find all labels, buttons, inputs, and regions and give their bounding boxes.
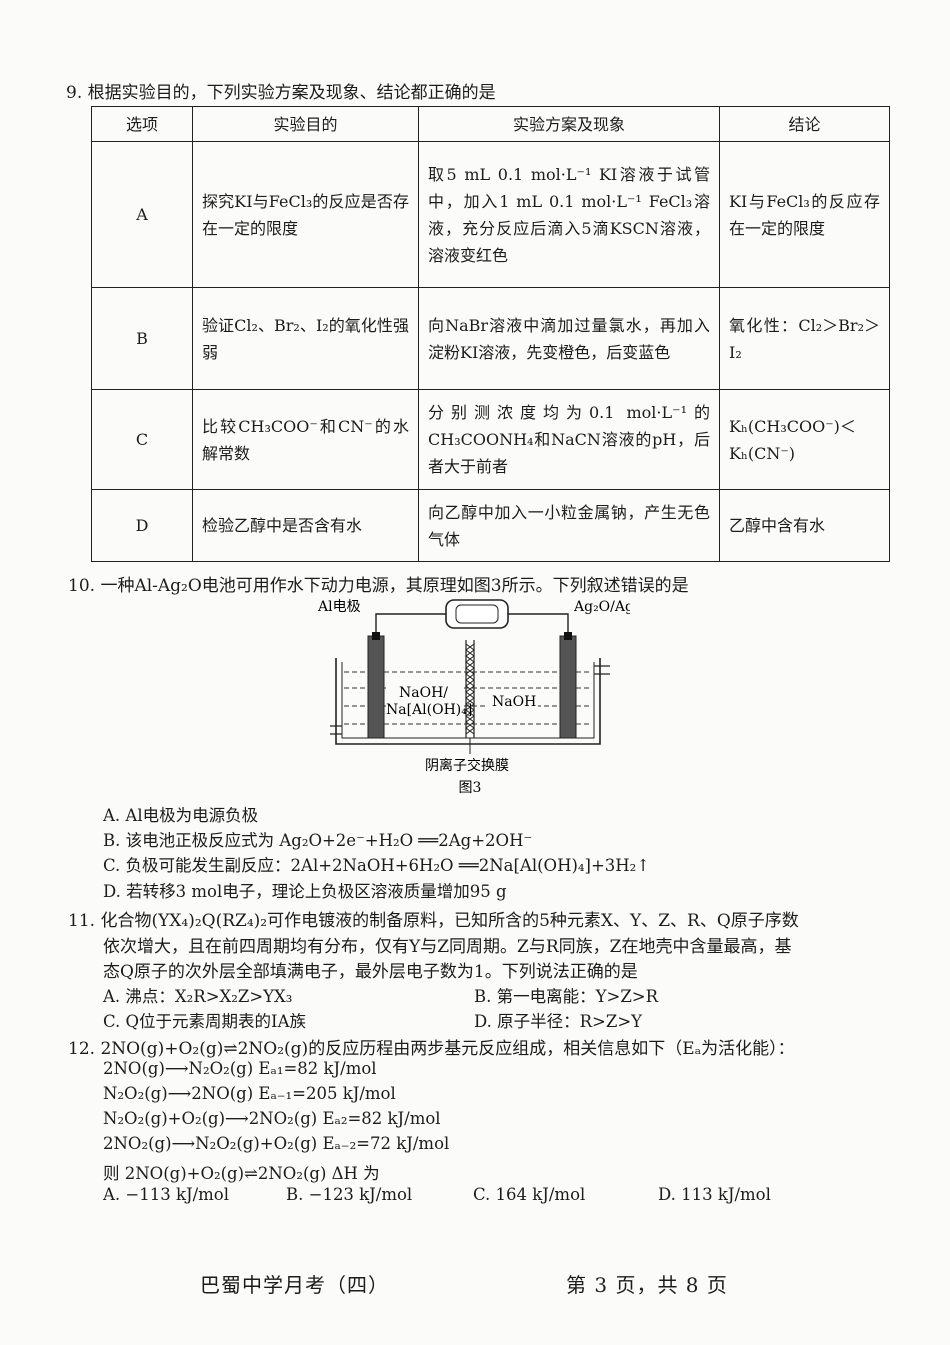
table-header-row: 选项 实验目的 实验方案及现象 结论 bbox=[91, 106, 890, 142]
row-conclusion: 乙醇中含有水 bbox=[719, 489, 890, 562]
table-row: C 比较CH₃COO⁻和CN⁻的水解常数 分别测浓度均为0.1 mol·L⁻¹的… bbox=[91, 389, 890, 490]
row-conclusion: KI与FeCl₃的反应存在一定的限度 bbox=[719, 141, 890, 288]
ag2o-electrode-label: Ag₂O/Ag电极 bbox=[573, 599, 630, 615]
q12-step-4: 2NO₂(g)⟶N₂O₂(g)+O₂(g) Eₐ₋₂=72 kJ/mol bbox=[103, 1134, 450, 1153]
row-option: B bbox=[91, 287, 193, 390]
q12-stem: 12. 2NO(g)+O₂(g)⇌2NO₂(g)的反应历程由两步基元反应组成，相… bbox=[68, 1039, 795, 1059]
q12-option-a: A. −113 kJ/mol bbox=[103, 1185, 229, 1204]
q11-option-d: D. 原子半径：R>Z>Y bbox=[474, 1012, 643, 1031]
row-purpose: 比较CH₃COO⁻和CN⁻的水解常数 bbox=[192, 389, 419, 490]
row-option: C bbox=[91, 389, 193, 490]
footer-school: 巴蜀中学月考（四） bbox=[200, 1273, 389, 1297]
q9-stem: 9. 根据实验目的，下列实验方案及现象、结论都正确的是 bbox=[66, 83, 496, 103]
load-motor-icon bbox=[445, 599, 509, 629]
row-scheme: 向乙醇中加入一小粒金属钠，产生无色气体 bbox=[418, 489, 720, 562]
q11-stem-line2: 依次增大，且在前四周期均有分布，仅有Y与Z同周期。Z与R同族，Z在地壳中含量最高… bbox=[103, 937, 792, 957]
q12-option-c: C. 164 kJ/mol bbox=[473, 1185, 586, 1204]
header-conclusion: 结论 bbox=[719, 106, 890, 142]
q10-option-d: D. 若转移3 mol电子，理论上负极区溶液质量增加95 g bbox=[103, 882, 507, 901]
figure-caption: 图3 bbox=[459, 780, 482, 796]
row-option: A bbox=[91, 141, 193, 288]
table-row: B 验证Cl₂、Br₂、I₂的氧化性强弱 向NaBr溶液中滴加过量氯水，再加入淀… bbox=[91, 287, 890, 390]
header-scheme: 实验方案及现象 bbox=[418, 106, 720, 142]
q12-step-3: N₂O₂(g)+O₂(g)⟶2NO₂(g) Eₐ₂=82 kJ/mol bbox=[103, 1109, 441, 1128]
q11-option-b: B. 第一电离能：Y>Z>R bbox=[474, 987, 659, 1006]
header-option: 选项 bbox=[91, 106, 193, 142]
row-purpose: 检验乙醇中是否含有水 bbox=[192, 489, 419, 562]
footer-page-number: 第 3 页，共 8 页 bbox=[566, 1273, 728, 1297]
row-conclusion: Kₕ(CH₃COO⁻)＜Kₕ(CN⁻) bbox=[719, 389, 890, 490]
row-scheme: 取5 mL 0.1 mol·L⁻¹ KI溶液于试管中，加入1 mL 0.1 mo… bbox=[418, 141, 720, 288]
q11-option-c: C. Q位于元素周期表的ⅠA族 bbox=[103, 1012, 306, 1031]
row-option: D bbox=[91, 489, 193, 562]
left-solution-label-2: Na[Al(OH)₄] bbox=[386, 702, 472, 718]
q10-option-a: A. Al电极为电源负极 bbox=[103, 806, 259, 825]
q10-stem: 10. 一种Al-Ag₂O电池可用作水下动力电源，其原理如图3所示。下列叙述错误… bbox=[68, 576, 689, 596]
q10-option-c: C. 负极可能发生副反应：2Al+2NaOH+6H₂O ══2Na[Al(OH)… bbox=[103, 856, 651, 875]
al-electrode-label: Al电极 bbox=[317, 599, 361, 615]
q12-option-b: B. −123 kJ/mol bbox=[286, 1185, 413, 1204]
q11-option-a: A. 沸点：X₂R>X₂Z>YX₃ bbox=[103, 987, 293, 1006]
left-solution-label-1: NaOH/ bbox=[399, 685, 448, 701]
row-scheme: 分别测浓度均为0.1 mol·L⁻¹的CH₃COONH₄和NaCN溶液的pH，后… bbox=[418, 389, 720, 490]
al-electrode bbox=[367, 635, 385, 739]
q10-option-b: B. 该电池正极反应式为 Ag₂O+2e⁻+H₂O ══2Ag+2OH⁻ bbox=[103, 831, 533, 850]
row-conclusion: 氧化性：Cl₂＞Br₂＞I₂ bbox=[719, 287, 890, 390]
table-row: D 检验乙醇中是否含有水 向乙醇中加入一小粒金属钠，产生无色气体 乙醇中含有水 bbox=[91, 489, 890, 562]
table-row: A 探究KI与FeCl₃的反应是否存在一定的限度 取5 mL 0.1 mol·L… bbox=[91, 141, 890, 288]
q12-option-d: D. 113 kJ/mol bbox=[658, 1185, 771, 1204]
q12-question: 则 2NO(g)+O₂(g)⇌2NO₂(g) ΔH 为 bbox=[103, 1164, 380, 1183]
q11-stem-line1: 11. 化合物(YX₄)₂Q(RZ₄)₂可作电镀液的制备原料，已知所含的5种元素… bbox=[68, 911, 799, 931]
row-purpose: 验证Cl₂、Br₂、I₂的氧化性强弱 bbox=[192, 287, 419, 390]
header-purpose: 实验目的 bbox=[192, 106, 419, 142]
row-scheme: 向NaBr溶液中滴加过量氯水，再加入淀粉KI溶液，先变橙色，后变蓝色 bbox=[418, 287, 720, 390]
ag2o-electrode bbox=[559, 635, 577, 739]
q12-step-1: 2NO(g)⟶N₂O₂(g) Eₐ₁=82 kJ/mol bbox=[103, 1059, 377, 1078]
membrane bbox=[465, 640, 475, 754]
right-solution-label: NaOH bbox=[492, 694, 536, 710]
q11-stem-line3: 态Q原子的次外层全部填满电子，最外层电子数为1。下列说法正确的是 bbox=[103, 962, 638, 982]
membrane-label: 阴离子交换膜 bbox=[425, 757, 509, 774]
q12-step-2: N₂O₂(g)⟶2NO(g) Eₐ₋₁=205 kJ/mol bbox=[103, 1084, 396, 1103]
q9-table: 选项 实验目的 实验方案及现象 结论 A 探究KI与FeCl₃的反应是否存在一定… bbox=[91, 106, 890, 562]
battery-diagram: Al电极 Ag₂O/Ag电极 NaOH/ Na[Al(OH)₄] NaOH 阴离… bbox=[317, 599, 630, 796]
row-purpose: 探究KI与FeCl₃的反应是否存在一定的限度 bbox=[192, 141, 419, 288]
